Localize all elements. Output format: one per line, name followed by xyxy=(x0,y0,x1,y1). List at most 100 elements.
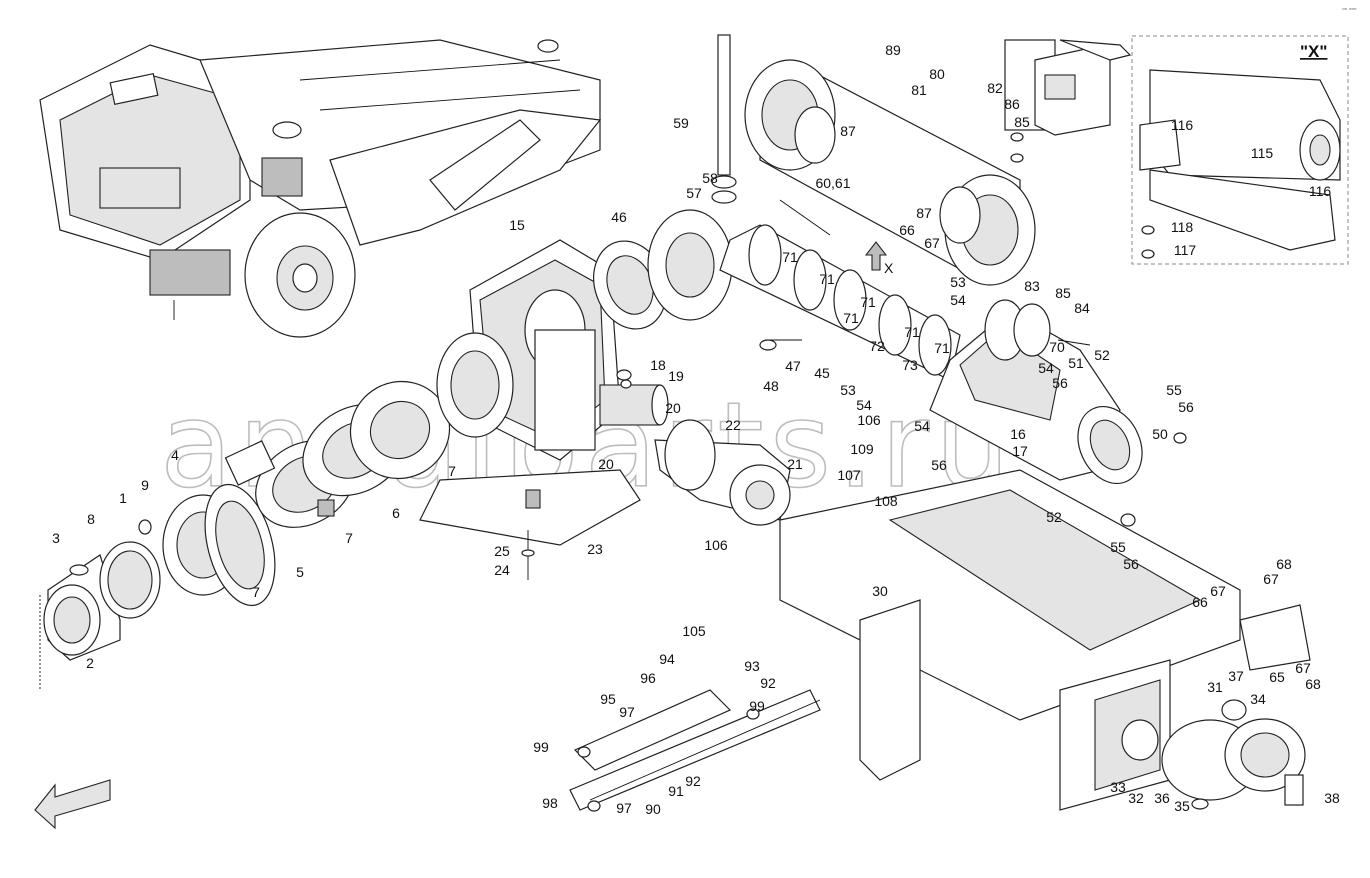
inlet-tube xyxy=(719,199,961,381)
callout-46: 46 xyxy=(611,209,627,225)
callout-82: 82 xyxy=(987,80,1003,96)
callout-54: 54 xyxy=(1038,360,1054,376)
callout-7: 7 xyxy=(252,584,260,600)
callout-47: 47 xyxy=(785,358,801,374)
callout-9: 9 xyxy=(141,477,149,493)
callout-60-61: 60,61 xyxy=(815,175,850,191)
corner-code: ▫▫ ▫▫▫ xyxy=(1342,6,1356,13)
callout-87: 87 xyxy=(916,205,932,221)
callout-67: 67 xyxy=(1210,583,1226,599)
callout-5: 5 xyxy=(296,564,304,580)
callout-92: 92 xyxy=(685,773,701,789)
sensor-probe xyxy=(711,34,737,204)
callout-22: 22 xyxy=(725,417,741,433)
callout-116: 116 xyxy=(1309,183,1332,199)
callout-71: 71 xyxy=(843,310,859,326)
callout-21: 21 xyxy=(787,456,803,472)
callout-92: 92 xyxy=(760,675,776,691)
callout-94: 94 xyxy=(659,651,675,667)
callout-73: 73 xyxy=(902,357,918,373)
callout-8: 8 xyxy=(87,511,95,527)
callout-97: 97 xyxy=(616,800,632,816)
detail-view-label: "X" xyxy=(1300,42,1327,61)
main-frame xyxy=(779,469,1311,811)
callout-87: 87 xyxy=(840,123,856,139)
gearbox-assembly xyxy=(436,209,733,461)
callout-59: 59 xyxy=(673,115,689,131)
callout-106: 106 xyxy=(704,537,728,553)
callout-30: 30 xyxy=(872,583,888,599)
callout-19: 19 xyxy=(668,368,684,384)
callout-108: 108 xyxy=(874,493,898,509)
callout-31: 31 xyxy=(1207,679,1223,695)
callout-70: 70 xyxy=(1049,339,1065,355)
callout-66: 66 xyxy=(1192,594,1208,610)
callout-17: 17 xyxy=(1012,443,1028,459)
callout-99: 99 xyxy=(749,698,765,714)
callout-4: 4 xyxy=(171,447,179,463)
direction-arrow-icon xyxy=(34,779,111,830)
callout-98: 98 xyxy=(542,795,558,811)
callout-35: 35 xyxy=(1174,798,1190,814)
callout-85: 85 xyxy=(1055,285,1071,301)
callout-80: 80 xyxy=(929,66,945,82)
callout-68: 68 xyxy=(1305,676,1321,692)
callout-67: 67 xyxy=(1263,571,1279,587)
callout-106: 106 xyxy=(857,412,881,428)
callout-58: 58 xyxy=(702,170,718,186)
callout-54: 54 xyxy=(950,292,966,308)
callout-117: 117 xyxy=(1174,242,1197,258)
callout-16: 16 xyxy=(1010,426,1026,442)
callout-53: 53 xyxy=(950,274,966,290)
callout-7: 7 xyxy=(448,463,456,479)
callout-71: 71 xyxy=(934,340,950,356)
callout-97: 97 xyxy=(619,704,635,720)
guard-plates xyxy=(569,689,821,812)
callout-89: 89 xyxy=(885,42,901,58)
callout-71: 71 xyxy=(860,294,876,310)
callout-25: 25 xyxy=(494,543,510,559)
callout-56: 56 xyxy=(1052,375,1068,391)
control-unit xyxy=(1004,39,1132,163)
callout-53: 53 xyxy=(840,382,856,398)
callout-109: 109 xyxy=(850,441,874,457)
callout-83: 83 xyxy=(1024,278,1040,294)
flange-stack xyxy=(39,380,451,690)
callout-72: 72 xyxy=(869,338,885,354)
silencer-housing xyxy=(744,59,1036,286)
callout-55: 55 xyxy=(1166,382,1182,398)
callout-32: 32 xyxy=(1128,790,1144,806)
callout-45: 45 xyxy=(814,365,830,381)
callout-2: 2 xyxy=(86,655,94,671)
tractor-illustration xyxy=(39,39,602,338)
callout-96: 96 xyxy=(640,670,656,686)
callout-99: 99 xyxy=(533,739,549,755)
callout-3: 3 xyxy=(52,530,60,546)
callout-93: 93 xyxy=(744,658,760,674)
callout-115: 115 xyxy=(1251,145,1274,161)
callout-107: 107 xyxy=(837,467,861,483)
callout-50: 50 xyxy=(1152,426,1168,442)
callout-56: 56 xyxy=(1123,556,1139,572)
callout-1: 1 xyxy=(119,490,127,506)
hydraulic-pump xyxy=(1161,699,1306,810)
callout-84: 84 xyxy=(1074,300,1090,316)
callout-52: 52 xyxy=(1094,347,1110,363)
callout-71: 71 xyxy=(904,324,920,340)
callout-15: 15 xyxy=(509,217,525,233)
callout-6: 6 xyxy=(392,505,400,521)
callout-67: 67 xyxy=(924,235,940,251)
callout-67: 67 xyxy=(1295,660,1311,676)
callout-86: 86 xyxy=(1004,96,1020,112)
callout-56: 56 xyxy=(931,457,947,473)
callout-66: 66 xyxy=(899,222,915,238)
callout-56: 56 xyxy=(1178,399,1194,415)
callout-85: 85 xyxy=(1014,114,1030,130)
callout-52: 52 xyxy=(1046,509,1062,525)
callout-20: 20 xyxy=(598,456,614,472)
callout-91: 91 xyxy=(668,783,684,799)
callout-105: 105 xyxy=(682,623,706,639)
view-marker: X xyxy=(864,241,894,276)
